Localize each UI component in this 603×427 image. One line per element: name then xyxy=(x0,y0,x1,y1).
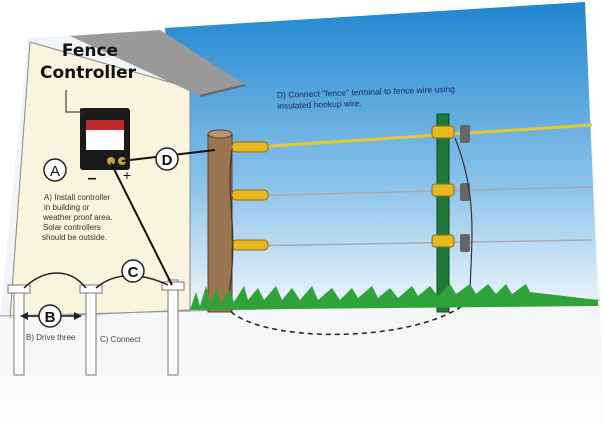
badge-a: A xyxy=(43,158,67,182)
title-line-2: Controller xyxy=(40,63,137,83)
badge-c: C xyxy=(121,259,145,283)
title-line-1: Fence xyxy=(62,41,118,61)
svg-text:A) Install controller: A) Install controller xyxy=(44,193,111,202)
step-a-text: A) Install controller in building or wea… xyxy=(42,193,112,242)
building-wall xyxy=(9,41,191,319)
grass xyxy=(190,284,598,310)
steel-t-post xyxy=(436,113,450,313)
reflection-fade xyxy=(0,350,603,427)
terminal-plus-label: + xyxy=(123,167,131,183)
svg-text:C: C xyxy=(128,264,139,281)
fence-wire-middle xyxy=(239,186,593,197)
insulators xyxy=(231,125,455,251)
pointer-arrow xyxy=(65,90,80,113)
fence-wire-bottom xyxy=(239,239,593,247)
svg-text:weather proof area.: weather proof area. xyxy=(42,213,112,222)
sky xyxy=(165,2,598,308)
svg-text:insulated hookup wire.: insulated hookup wire. xyxy=(277,98,362,111)
badge-b: B xyxy=(20,304,82,328)
svg-text:Solar controllers: Solar controllers xyxy=(43,223,101,232)
svg-text:B: B xyxy=(45,309,56,326)
jumper-wire xyxy=(227,137,473,301)
step-c-text: C) Connect xyxy=(100,335,141,344)
ground-rods xyxy=(7,279,185,376)
step-b-text: B) Drive three xyxy=(26,333,76,342)
wire-clips xyxy=(460,125,470,252)
roof xyxy=(70,30,245,96)
fence-wire-top xyxy=(239,123,593,150)
buried-wire xyxy=(224,299,471,336)
pointer-arrow-head xyxy=(80,108,88,116)
post-top xyxy=(207,129,233,139)
svg-text:D: D xyxy=(162,152,173,169)
ground-lead-wire xyxy=(110,162,173,286)
terminal-minus-label: – xyxy=(88,170,97,187)
svg-text:should be outside.: should be outside. xyxy=(42,233,107,242)
svg-text:A: A xyxy=(50,163,60,180)
wooden-corner-post xyxy=(207,133,233,313)
svg-text:in building or: in building or xyxy=(44,203,90,212)
roof-edge xyxy=(199,84,246,97)
badge-d: D xyxy=(155,147,179,171)
